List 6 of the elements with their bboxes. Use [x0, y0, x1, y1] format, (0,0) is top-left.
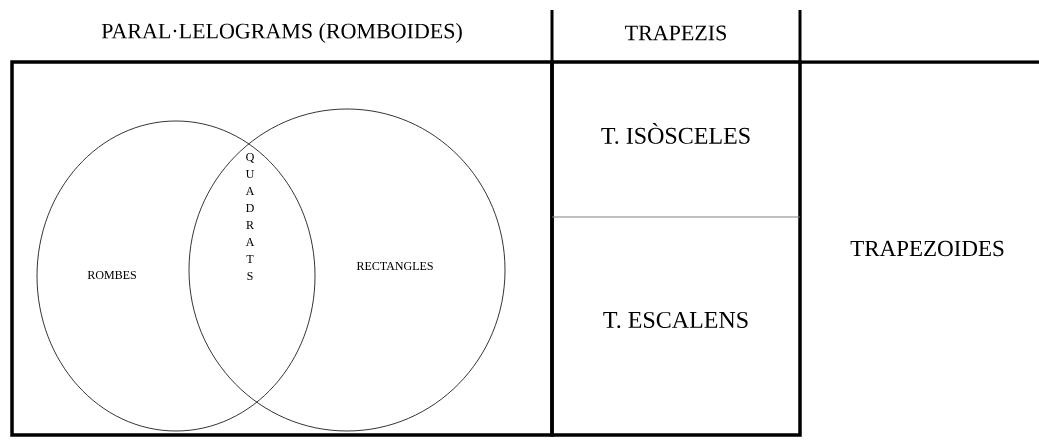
table-cell: T. ESCALENS: [551, 216, 801, 329]
vertical-label: QUADRATS: [245, 153, 255, 281]
node-label: TRAPEZIS: [625, 25, 726, 41]
table-column: TRAPEZOIDES: [798, 60, 1039, 257]
node-label: PARAL·LELOGRAMS (ROMBOIDES): [101, 23, 462, 43]
table-cell: T. ISÒSCELES: [601, 123, 750, 144]
